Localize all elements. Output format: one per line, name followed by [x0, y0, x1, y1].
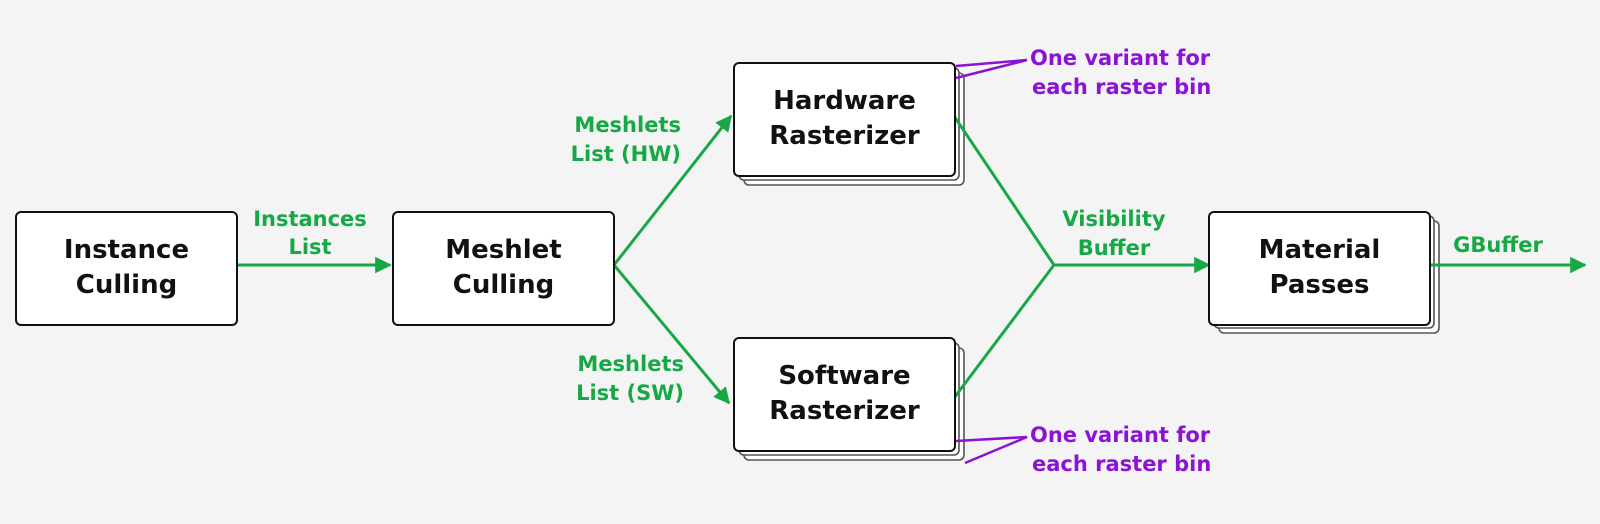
hw-variant-note-line1: One variant for	[1030, 46, 1211, 70]
material-passes-box: Material Passes	[1208, 211, 1431, 326]
meshlets-sw-arrow	[612, 264, 731, 405]
visibility-buffer-label-line2: Buffer	[1078, 236, 1151, 260]
material-passes-line2: Passes	[1270, 270, 1370, 300]
software-rasterizer-box: Software Rasterizer	[733, 337, 956, 452]
hw-to-merge-line	[952, 115, 1056, 266]
hardware-rasterizer-line1: Hardware	[773, 86, 916, 116]
software-rasterizer-line1: Software	[778, 361, 910, 391]
meshlet-culling-line1: Meshlet	[445, 235, 561, 265]
software-rasterizer-line2: Rasterizer	[769, 396, 920, 426]
meshlets-sw-label-line1: Meshlets	[577, 352, 684, 376]
meshlet-culling-line2: Culling	[453, 270, 554, 300]
meshlets-hw-label-line2: List (HW)	[571, 142, 681, 166]
instance-culling-line2: Culling	[76, 270, 177, 300]
hw-variant-note-line2: each raster bin	[1032, 75, 1211, 99]
sw-variant-note-line1: One variant for	[1030, 423, 1211, 447]
instance-culling-line1: Instance	[64, 235, 189, 265]
instances-list-label-line2: List	[288, 235, 331, 259]
meshlets-sw-label-line2: List (SW)	[576, 381, 684, 405]
hardware-rasterizer-line2: Rasterizer	[769, 121, 920, 151]
sw-variant-note-line2: each raster bin	[1032, 452, 1211, 476]
instance-culling-box: Instance Culling	[15, 211, 238, 326]
sw-variant-note: One variant for each raster bin	[955, 423, 1211, 476]
instances-list-label-line1: Instances	[253, 207, 367, 231]
hardware-rasterizer-box: Hardware Rasterizer	[733, 62, 956, 177]
visibility-buffer-label-line1: Visibility	[1062, 207, 1165, 231]
meshlets-hw-arrow	[612, 114, 733, 266]
meshlet-culling-box: Meshlet Culling	[392, 211, 615, 326]
material-passes-line1: Material	[1259, 235, 1381, 265]
meshlets-hw-label-line1: Meshlets	[574, 113, 681, 137]
sw-to-merge-line	[952, 264, 1056, 399]
hw-variant-note: One variant for each raster bin	[955, 46, 1211, 99]
gbuffer-label: GBuffer	[1453, 233, 1543, 257]
